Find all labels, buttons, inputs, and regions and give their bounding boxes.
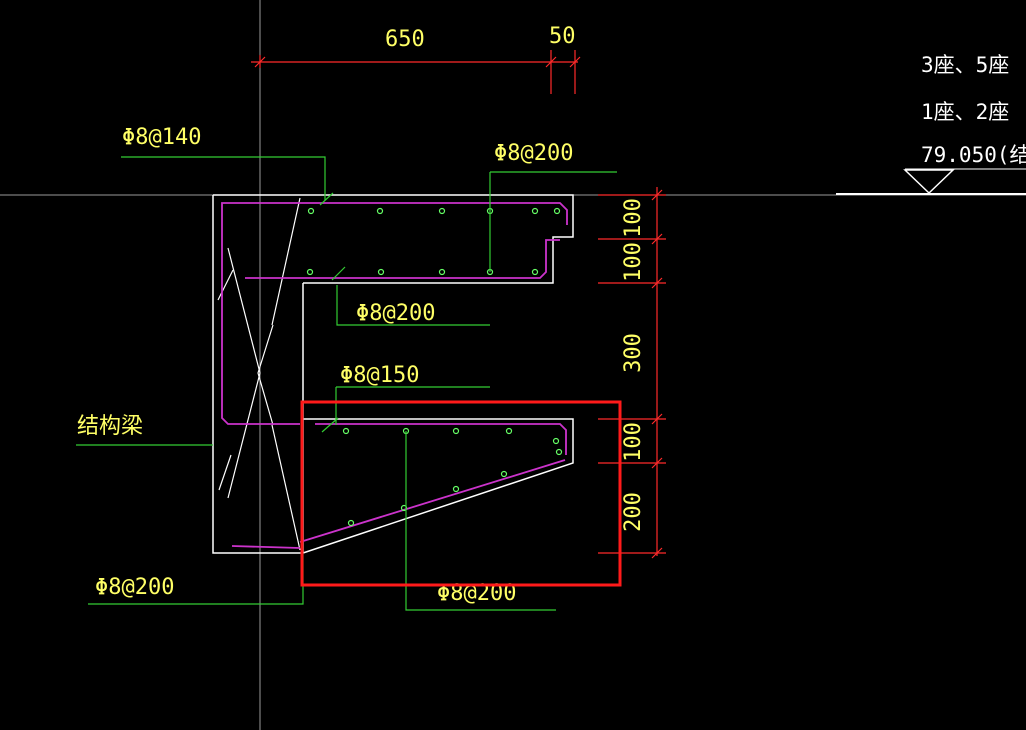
dim-100-a: 100 bbox=[621, 198, 646, 238]
rebar-upper-bottom bbox=[245, 239, 560, 279]
dimension-lines bbox=[251, 50, 666, 559]
dim-100-c: 100 bbox=[621, 422, 646, 462]
dim-200: 200 bbox=[621, 492, 646, 532]
elevation-line-2: 1座、2座 bbox=[921, 100, 1009, 124]
break-tick-2 bbox=[218, 454, 232, 491]
rebar-bottom-stub bbox=[231, 545, 301, 549]
elevation-triangle-icon bbox=[903, 169, 955, 195]
rebar-label-top-left: Φ8@140 bbox=[122, 125, 201, 150]
rebar-lower-slope bbox=[299, 459, 566, 543]
rebar-label-mid-lower: Φ8@150 bbox=[340, 363, 419, 388]
dim-100-b: 100 bbox=[621, 242, 646, 282]
rebar-dots bbox=[306, 207, 563, 527]
break-line-left bbox=[227, 247, 261, 499]
elevation-line-3: 79.050(结)( bbox=[921, 143, 1026, 167]
rebar-upper-top bbox=[221, 202, 568, 300]
elevation-line-1: 3座、5座 bbox=[921, 53, 1009, 77]
concrete-outline-lower bbox=[302, 418, 574, 554]
highlight-box bbox=[300, 400, 622, 587]
dim-50: 50 bbox=[549, 24, 576, 49]
rebar-label-top-right: Φ8@200 bbox=[494, 141, 573, 166]
dim-650: 650 bbox=[385, 27, 425, 52]
dim-300: 300 bbox=[621, 333, 646, 373]
rebar-lower-top bbox=[315, 423, 567, 455]
break-tick-1 bbox=[217, 269, 234, 301]
rebar-label-mid-upper: Φ8@200 bbox=[356, 301, 435, 326]
rebar-wall-vertical bbox=[221, 300, 300, 425]
concrete-outline-upper bbox=[213, 194, 574, 284]
break-line-right bbox=[257, 197, 301, 551]
member-label: 结构梁 bbox=[77, 414, 143, 439]
rebar-label-bottom-left: Φ8@200 bbox=[95, 575, 174, 600]
